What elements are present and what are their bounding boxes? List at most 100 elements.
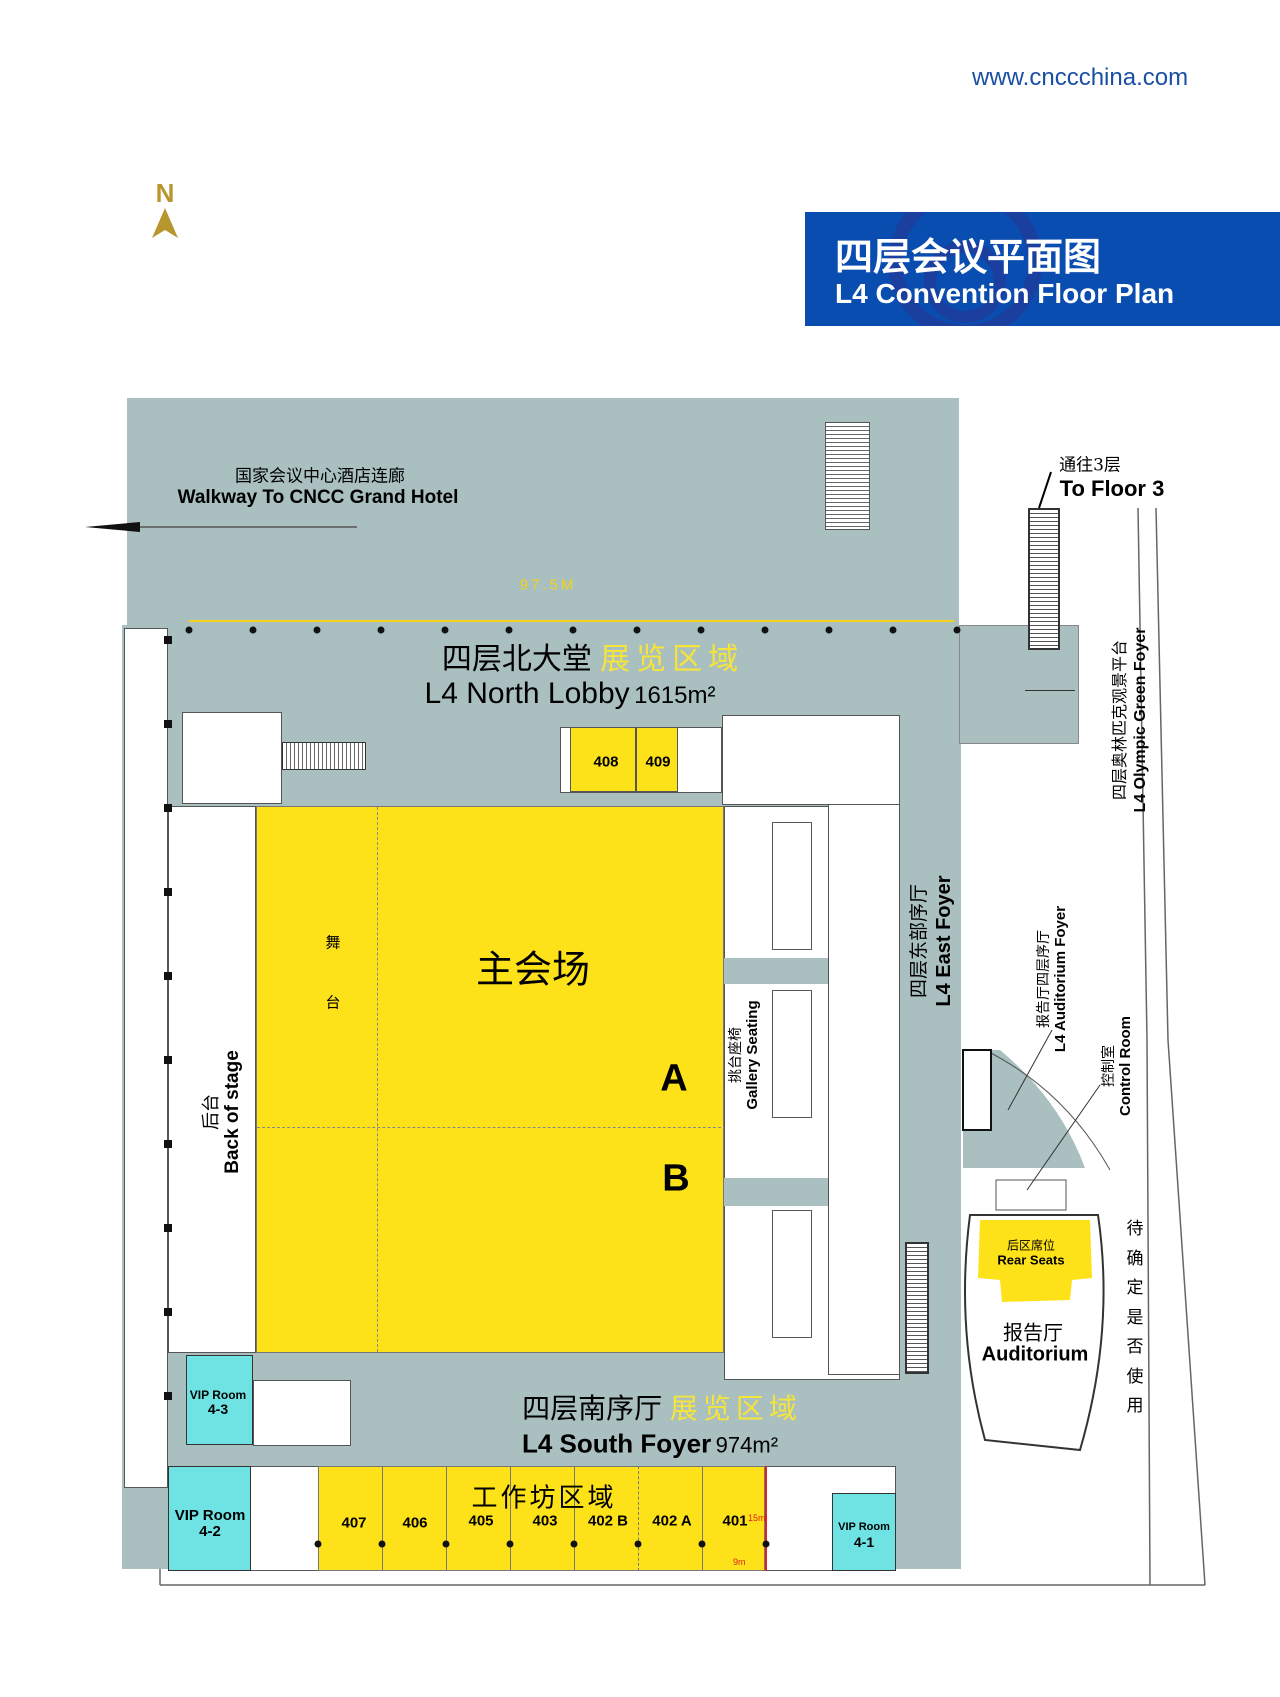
column-marker xyxy=(697,626,705,634)
walkway-cn: 国家会议中心酒店连廊 xyxy=(235,466,405,487)
leader-line xyxy=(1038,471,1052,509)
room-divider xyxy=(638,1466,640,1571)
auditorium-foyer-label: 报告厅四层序厅 L4 Auditorium Foyer xyxy=(1034,906,1070,1052)
section-a-label: A xyxy=(660,1057,688,1100)
south-foyer-area: 974m² xyxy=(715,1432,779,1458)
workshop-label: 工作坊区域 xyxy=(471,1482,617,1513)
column-marker xyxy=(441,626,449,634)
title-banner: 四层会议平面图 L4 Convention Floor Plan xyxy=(805,212,1280,326)
south-foyer-cn-text: 四层南序厅 xyxy=(522,1393,663,1424)
column-marker xyxy=(953,626,961,634)
control-room-label: 控制室 Control Room xyxy=(1099,1016,1135,1116)
south-foyer-exhibit-label: 展览区域 xyxy=(669,1393,802,1424)
vip-room-4-2[interactable] xyxy=(168,1466,251,1571)
auditorium-cn: 报告厅 xyxy=(1003,1322,1063,1345)
section-divider xyxy=(257,1127,747,1128)
restroom-block-ne xyxy=(722,715,900,805)
north-label: N xyxy=(155,178,175,208)
room-409-label: 409 xyxy=(645,753,671,771)
walkway-en: Walkway To CNCC Grand Hotel xyxy=(177,487,459,508)
auditorium-foyer-cn: 报告厅四层序厅 xyxy=(1035,930,1051,1028)
gallery-block-2 xyxy=(772,990,812,1118)
column-marker xyxy=(314,1540,322,1548)
room-402b-label[interactable]: 402 B xyxy=(587,1512,629,1530)
column-marker xyxy=(889,626,897,634)
room-401-width: 9m xyxy=(733,1557,746,1567)
room-406-label[interactable]: 406 xyxy=(402,1514,428,1532)
dimension-line xyxy=(189,620,954,622)
north-arrow-icon xyxy=(152,208,178,238)
walkway-area xyxy=(127,398,959,628)
vip-4-3-num: 4-3 xyxy=(207,1401,229,1417)
control-room-en: Control Room xyxy=(1117,1016,1134,1116)
back-of-stage-area xyxy=(168,806,256,1353)
column-marker xyxy=(633,626,641,634)
walkway-arrow-icon xyxy=(85,522,357,532)
column-marker xyxy=(762,1540,770,1548)
lobby-pointer-line xyxy=(1025,690,1075,691)
column-marker xyxy=(634,1540,642,1548)
tbd-note: 待 确 定 是 否 使 用 xyxy=(1124,1214,1146,1421)
column-marker xyxy=(378,1540,386,1548)
south-foyer-en-text: L4 South Foyer xyxy=(521,1428,712,1459)
gallery-block-1 xyxy=(772,822,812,950)
room-402a-label[interactable]: 402 A xyxy=(652,1512,692,1530)
website-url[interactable]: www.cnccchina.com xyxy=(972,64,1189,91)
north-lobby-en: L4 North Lobby 1615m² xyxy=(425,677,716,711)
north-lobby-area: 1615m² xyxy=(634,682,716,709)
column-marker xyxy=(185,626,193,634)
room-408[interactable] xyxy=(570,727,636,792)
column-marker xyxy=(164,804,172,812)
column-marker xyxy=(570,1540,578,1548)
to-floor3-cn: 通往3层 xyxy=(1059,455,1121,476)
column-marker xyxy=(825,626,833,634)
room-401-label[interactable]: 401 xyxy=(722,1512,748,1530)
room-divider xyxy=(702,1466,703,1571)
column-marker xyxy=(164,1224,172,1232)
north-lobby-exhibit-label: 展览区域 xyxy=(600,643,745,676)
room-405-label[interactable]: 405 xyxy=(468,1512,494,1530)
title-en: L4 Convention Floor Plan xyxy=(835,278,1175,309)
north-lobby-cn: 四层北大堂 展览区域 xyxy=(442,634,744,678)
tbd-char: 定 xyxy=(1126,1278,1144,1297)
room-409[interactable] xyxy=(636,727,678,792)
column-marker xyxy=(506,1540,514,1548)
escalator-nw xyxy=(282,742,366,770)
rear-seats-cn: 后区席位 xyxy=(1006,1238,1056,1253)
title-cn: 四层会议平面图 xyxy=(835,234,1102,279)
column-marker xyxy=(164,636,172,644)
north-lobby-cn-text: 四层北大堂 xyxy=(441,643,592,676)
column-marker xyxy=(569,626,577,634)
column-marker xyxy=(164,1056,172,1064)
tbd-char: 用 xyxy=(1126,1396,1144,1415)
room-403-label[interactable]: 403 xyxy=(532,1512,558,1530)
dimension-label: 97.5M xyxy=(519,576,577,594)
workshop-area xyxy=(318,1466,765,1571)
column-marker xyxy=(164,1392,172,1400)
main-hall xyxy=(256,806,747,1353)
room-407-label[interactable]: 407 xyxy=(341,1514,367,1532)
restroom-block-sw xyxy=(253,1380,351,1446)
vip-room-4-3[interactable] xyxy=(186,1355,253,1445)
room-divider xyxy=(446,1466,447,1571)
column-marker xyxy=(164,972,172,980)
vip-4-1-label: VIP Room 4-1 xyxy=(838,1520,890,1550)
room-401-outline xyxy=(765,1466,767,1571)
vip-room-4-1[interactable] xyxy=(832,1493,896,1571)
control-room-cn: 控制室 xyxy=(1100,1045,1116,1088)
auditorium-en: Auditorium xyxy=(981,1343,1089,1366)
stage-divider xyxy=(377,807,378,1352)
column-marker xyxy=(442,1540,450,1548)
tbd-char: 待 xyxy=(1126,1219,1144,1238)
column-marker xyxy=(249,626,257,634)
rear-seats-en: Rear Seats xyxy=(997,1252,1065,1268)
auditorium-foyer-en: L4 Auditorium Foyer xyxy=(1052,905,1069,1053)
column-marker xyxy=(698,1540,706,1548)
column-marker xyxy=(505,626,513,634)
north-lobby-en-text: L4 North Lobby xyxy=(424,677,630,710)
column-marker xyxy=(164,720,172,728)
stairwell xyxy=(825,422,870,530)
room-divider xyxy=(510,1466,511,1571)
column-marker xyxy=(164,1308,172,1316)
